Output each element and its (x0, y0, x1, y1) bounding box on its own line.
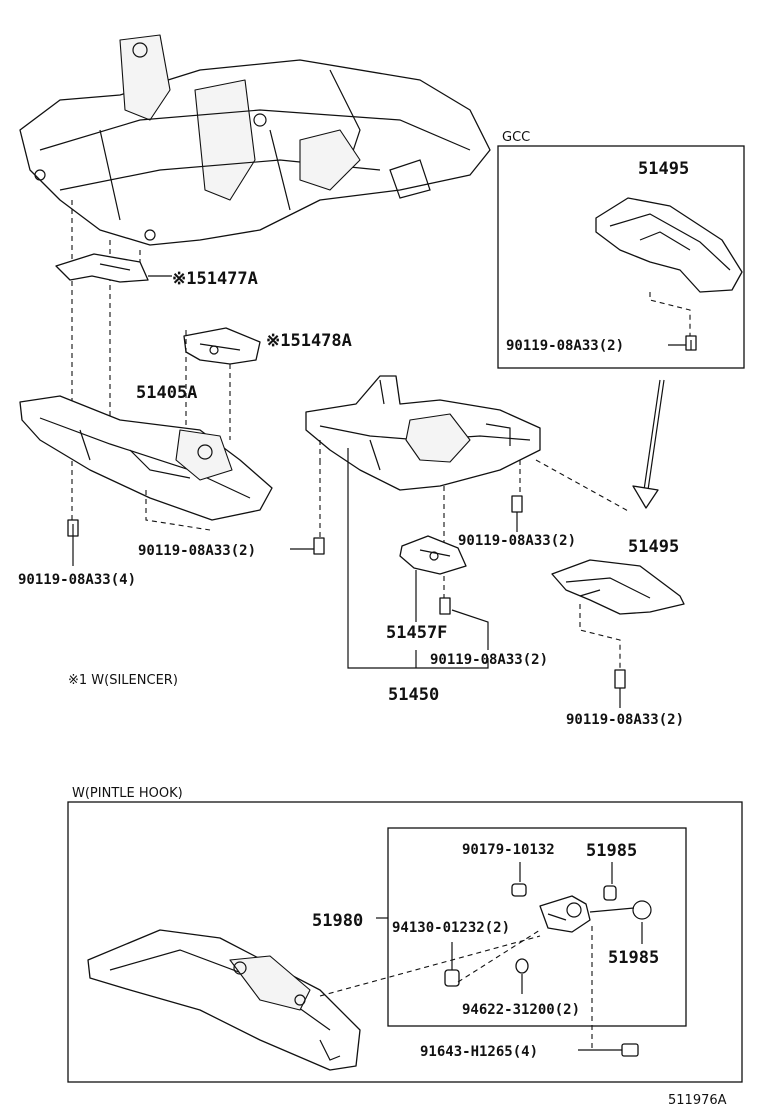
part-51985-a[interactable]: 51985 (586, 841, 637, 861)
note-silencer: ※1 W(SILENCER) (68, 673, 178, 688)
spacer-icon (444, 969, 460, 987)
bolt-center-icon (511, 495, 523, 513)
arrow-down-icon (632, 379, 665, 509)
part-51985-b[interactable]: 51985 (608, 948, 659, 968)
part-51495-mid[interactable]: 51495 (628, 537, 679, 557)
bolt-lower-icon (439, 597, 451, 615)
pintle-hook-box (67, 801, 743, 1083)
pintle-hook-51980 (539, 895, 591, 933)
skid-plate-51495-gcc (595, 197, 743, 293)
bolt-label-mid-2[interactable]: 90119-08A33(2) (138, 543, 256, 559)
bolt-label-lower-2[interactable]: 90119-08A33(2) (430, 652, 548, 668)
bolt-label-right-2[interactable]: 90119-08A33(2) (566, 712, 684, 728)
gcc-label: GCC (502, 130, 530, 145)
pintle-hook-title: W(PINTLE HOOK) (72, 786, 183, 801)
pin-icon (603, 885, 617, 901)
bolt-label-center-2[interactable]: 90119-08A33(2) (458, 533, 576, 549)
skid-plate-51450 (305, 375, 541, 491)
clip-pin-icon (589, 900, 652, 920)
bolt-pintle-icon (621, 1043, 639, 1057)
part-51450[interactable]: 51450 (388, 685, 439, 705)
part-51495-top[interactable]: 51495 (638, 159, 689, 179)
rear-frame-drawing (87, 929, 361, 1071)
skid-plate-51405a (19, 395, 273, 521)
pintle-hook-detail-box (387, 827, 687, 1027)
nut-icon (511, 883, 527, 897)
part-94130-01232[interactable]: 94130-01232(2) (392, 920, 510, 936)
skid-plate-51495 (551, 559, 685, 615)
silencer-51478a (183, 327, 261, 365)
part-51477a[interactable]: ※151477A (172, 269, 258, 289)
part-51478a[interactable]: ※151478A (266, 331, 352, 351)
part-51457f[interactable]: 51457F (386, 623, 447, 643)
bolt-left-icon (67, 519, 79, 537)
bolt-right-icon (614, 669, 626, 689)
vehicle-frame-drawing (19, 34, 491, 246)
part-94622-31200[interactable]: 94622-31200(2) (462, 1002, 580, 1018)
gcc-box (497, 145, 745, 369)
washer-icon (515, 958, 529, 974)
part-51405a[interactable]: 51405A (136, 383, 197, 403)
part-51980[interactable]: 51980 (312, 911, 363, 931)
part-90179-10132[interactable]: 90179-10132 (462, 842, 555, 858)
silencer-51477a (55, 253, 149, 283)
diagram-id: 511976A (668, 1093, 727, 1108)
part-91643-h1265[interactable]: 91643-H1265(4) (420, 1044, 538, 1060)
silencer-51457f (399, 535, 467, 575)
bolt-label-left-4[interactable]: 90119-08A33(4) (18, 572, 136, 588)
bolt-gcc-icon (685, 335, 697, 351)
bolt-label-gcc[interactable]: 90119-08A33(2) (506, 338, 624, 354)
bolt-mid-icon (313, 537, 325, 555)
